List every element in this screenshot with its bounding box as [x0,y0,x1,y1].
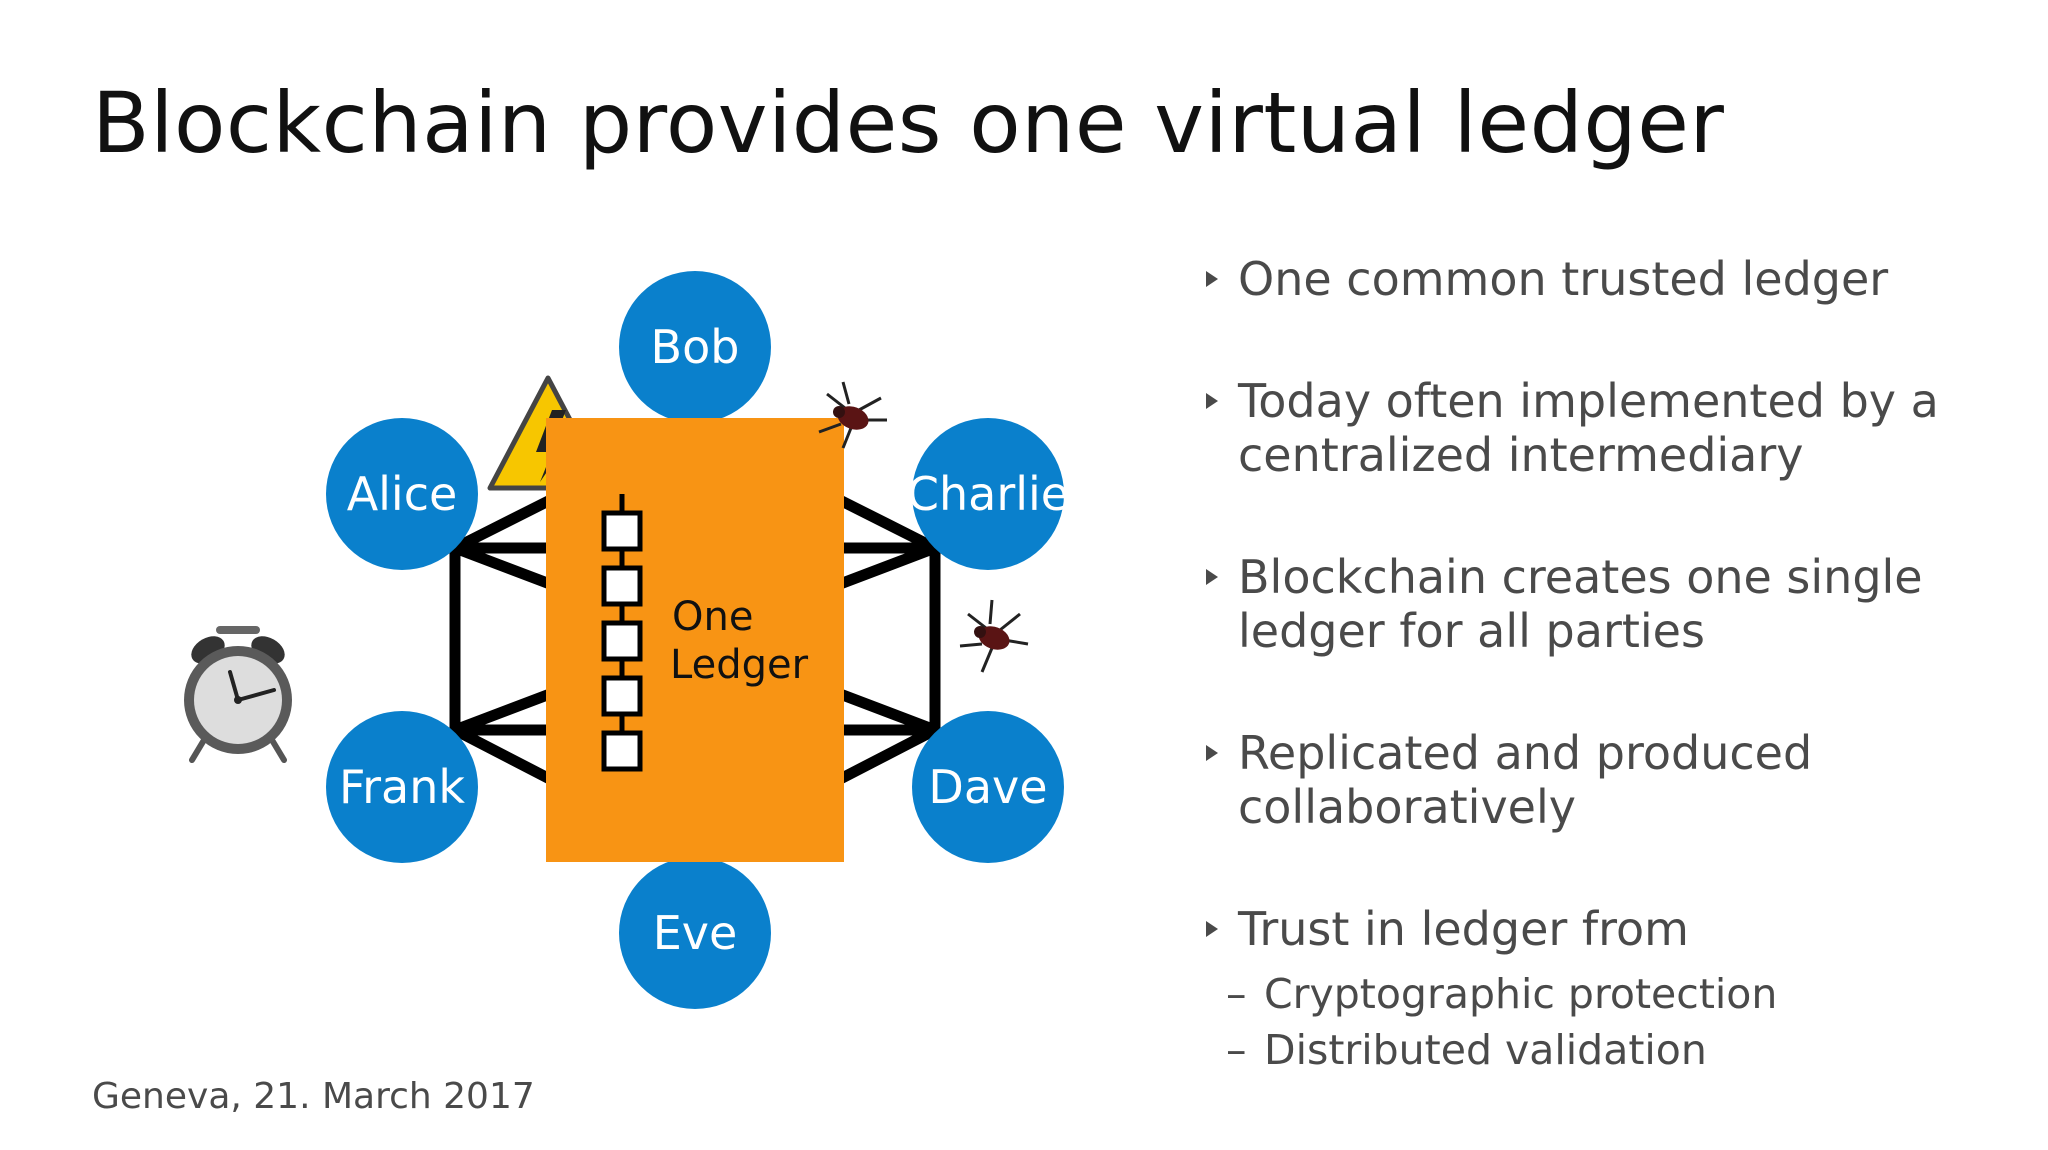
svg-text:Bob: Bob [651,320,740,374]
bullet-item: Trust in ledger from [1206,902,2026,956]
bullet-marker-icon [1206,569,1218,585]
svg-text:Charlie: Charlie [907,467,1069,521]
sub-bullet-text: Cryptographic protection [1264,970,1777,1018]
participant-bob: Bob [619,271,771,423]
footer-date: Geneva, 21. March 2017 [92,1076,535,1117]
svg-text:Eve: Eve [653,906,738,960]
bullet-marker-icon [1206,393,1218,409]
bullet-list: One common trusted ledger Today often im… [1206,252,2026,1078]
bullet-text: One common trusted ledger [1238,252,1888,306]
bullet-marker-icon [1206,271,1218,287]
participant-dave: Dave [912,711,1064,863]
bullet-marker-icon [1206,745,1218,761]
participant-eve: Eve [619,857,771,1009]
sub-bullet-item: – Cryptographic protection [1206,966,2026,1022]
bullet-text: Replicated and produced collaboratively [1238,726,1812,834]
bullet-marker-icon [1206,921,1218,937]
alarm-clock-icon [184,626,292,760]
sub-bullet-text: Distributed validation [1264,1026,1707,1074]
bug-icon [960,600,1028,672]
ledger-box: One Ledger [546,418,844,862]
bullet-text: Blockchain creates one single ledger for… [1238,550,1923,658]
dash-marker: – [1226,966,1247,1022]
ledger-diagram: Bob Alice Charlie Frank Dave Eve [0,0,1150,1150]
ledger-label-line2: Ledger [670,642,809,688]
ledger-label-line1: One [672,594,753,640]
bullet-item: Replicated and produced collaboratively [1206,726,2026,834]
svg-text:Alice: Alice [347,467,458,521]
bullet-item: Blockchain creates one single ledger for… [1206,550,2026,658]
bullet-item: One common trusted ledger [1206,252,2026,306]
participant-alice: Alice [326,418,478,570]
dash-marker: – [1226,1022,1247,1078]
bullet-item: Today often implemented by a centralized… [1206,374,2026,482]
sub-bullet-item: – Distributed validation [1206,1022,2026,1078]
participant-frank: Frank [326,711,478,863]
bullet-text: Today often implemented by a centralized… [1238,374,1939,482]
svg-text:Dave: Dave [928,760,1047,814]
bullet-text: Trust in ledger from [1238,902,1689,956]
svg-text:Frank: Frank [339,760,465,814]
